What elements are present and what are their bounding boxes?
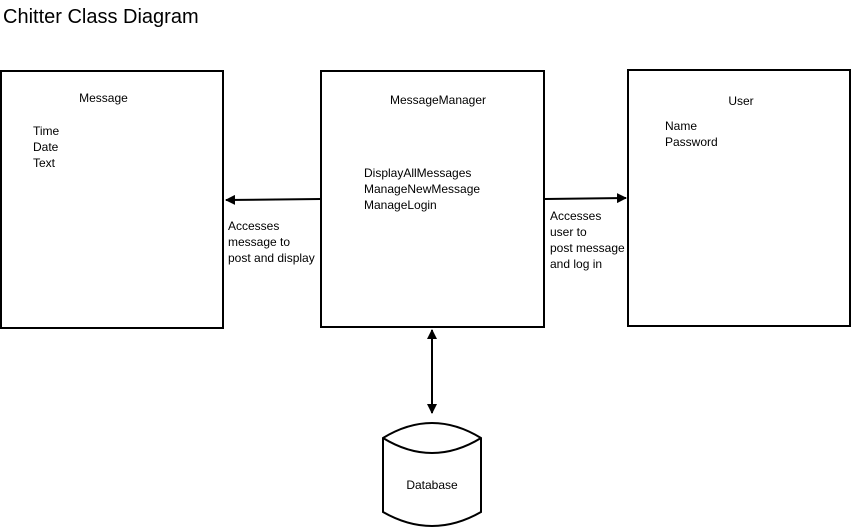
- manager-message-label-line-1: Accesses: [228, 219, 280, 233]
- manager-to-user-arrow: [544, 193, 627, 204]
- message-class-box: [0, 70, 224, 329]
- manager-user-label-line-3: post message: [550, 241, 625, 255]
- message-manager-method-display: DisplayAllMessages: [364, 166, 472, 180]
- database-cylinder: [382, 422, 482, 527]
- page-title: Chitter Class Diagram: [3, 6, 199, 28]
- message-attribute-text: Text: [33, 156, 56, 170]
- message-attribute-time: Time: [33, 124, 60, 138]
- user-class-box: [627, 69, 851, 327]
- manager-user-label-line-2: user to: [550, 225, 587, 239]
- manager-to-message-arrow: [225, 194, 322, 205]
- user-attribute-password: Password: [665, 135, 718, 149]
- message-manager-method-login: ManageLogin: [364, 198, 437, 212]
- message-attribute-date: Date: [33, 140, 59, 154]
- database-label: Database: [406, 478, 458, 492]
- user-attribute-name: Name: [665, 119, 698, 133]
- user-class-title: User: [728, 94, 754, 108]
- message-class-title: Message: [79, 91, 128, 105]
- manager-user-label-line-4: and log in: [550, 257, 603, 271]
- manager-user-label-line-1: Accesses: [550, 209, 602, 223]
- message-manager-class-title: MessageManager: [389, 93, 487, 107]
- message-manager-method-new: ManageNewMessage: [364, 182, 481, 196]
- manager-message-label-line-2: message to: [228, 235, 291, 249]
- manager-message-label-line-3: post and display: [228, 251, 315, 265]
